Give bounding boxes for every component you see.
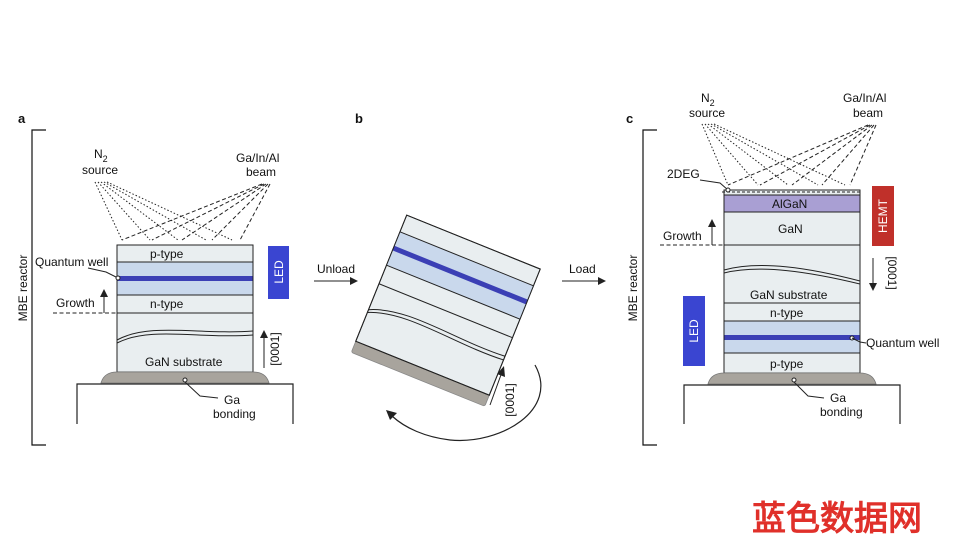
gan-substrate-label-a: GaN substrate	[145, 355, 223, 369]
substrate-holder-c	[683, 384, 901, 424]
quantum-well-leader-c	[851, 337, 867, 344]
panel-a-letter: a	[18, 111, 26, 126]
n-type-label-a: n-type	[150, 297, 184, 311]
direction-arrow-b	[489, 371, 503, 406]
reactor-bracket-a	[31, 129, 46, 446]
led-label-a: LED	[272, 260, 286, 284]
bonding-label-a: bonding	[213, 407, 256, 421]
p-type-label-c: p-type	[770, 357, 804, 371]
direction-arrowhead-c	[869, 283, 877, 291]
hemt-badge	[872, 186, 894, 246]
growth-label-c: Growth	[663, 229, 702, 243]
hemt-label: HEMT	[876, 198, 890, 233]
two-deg-marker	[725, 187, 731, 193]
source-label-a: source	[82, 163, 118, 177]
n-type-label-c: n-type	[770, 306, 804, 320]
panel-b-letter: b	[355, 111, 363, 126]
panel-c-letter: c	[626, 111, 633, 126]
bonding-marker-c	[791, 377, 797, 383]
growth-arrowhead-c	[708, 219, 716, 227]
quantum-well-label-c: Quantum well	[866, 336, 939, 350]
led-label-c: LED	[687, 319, 701, 343]
source-label-c: source	[689, 106, 725, 120]
led-badge-a	[268, 246, 289, 299]
direction-label-a: [0001]	[268, 332, 282, 365]
direction-arrowhead-a	[260, 330, 268, 338]
growth-label-a: Growth	[56, 296, 95, 310]
load-arrowhead	[598, 277, 606, 285]
ga-label-c: Ga	[830, 391, 846, 405]
mbe-reactor-label-c: MBE reactor	[626, 255, 640, 322]
unload-step: Unload	[314, 262, 358, 285]
rotation-arrow	[391, 364, 542, 442]
panel-b: b [0001]	[351, 111, 542, 442]
load-step: Load	[562, 262, 606, 285]
beam-label-a: beam	[246, 165, 276, 179]
two-deg-label: 2DEG	[667, 167, 700, 181]
quantum-well-leader-a	[87, 267, 119, 279]
bonding-label-c: bonding	[820, 405, 863, 419]
unload-arrowhead	[350, 277, 358, 285]
ga-label-a: Ga	[224, 393, 240, 407]
two-deg-leader	[699, 179, 729, 191]
rotated-wafer	[351, 214, 541, 407]
unload-label: Unload	[317, 262, 355, 276]
quantum-well-label-a: Quantum well	[35, 255, 108, 269]
gan-substrate-label-c: GaN substrate	[750, 288, 828, 302]
direction-label-b: [0001]	[503, 383, 517, 416]
bonding-leader-c	[793, 381, 825, 399]
direction-arrowhead-b	[497, 366, 505, 377]
algan-label-c: AlGaN	[772, 197, 807, 211]
n2-label-c: N2	[701, 91, 715, 108]
substrate-holder-a	[76, 383, 294, 424]
n2-beam-lines-c	[701, 123, 846, 186]
quantum-well-marker-a	[115, 275, 121, 281]
layer-stack-a	[116, 244, 254, 373]
metal-beam-lines-c	[727, 124, 877, 186]
n2-beam-lines-a	[94, 181, 233, 241]
bonding-marker-a	[182, 377, 188, 383]
bonding-leader-a	[184, 381, 219, 399]
gan-label-c: GaN	[778, 222, 803, 236]
n2-label-a: N2	[94, 147, 108, 164]
mbe-reactor-label-a: MBE reactor	[16, 255, 30, 322]
site-watermark: 蓝色数据网	[752, 499, 922, 539]
led-badge-c	[683, 296, 705, 366]
direction-label-c: [0001]	[885, 256, 899, 289]
panel-c: c MBE reactor N2 source Ga/In/Al beam	[626, 91, 939, 446]
rotation-arrowhead	[386, 410, 397, 420]
beam-source-label-a: Ga/In/Al	[236, 151, 279, 165]
load-label: Load	[569, 262, 596, 276]
layer-stack-c	[723, 189, 861, 374]
growth-arrowhead-a	[100, 289, 108, 297]
p-type-label-a: p-type	[150, 247, 184, 261]
panel-a: a MBE reactor N2 source Ga/In/Al beam	[16, 111, 294, 446]
reactor-bracket-c	[642, 129, 657, 446]
metal-beam-lines-a	[121, 183, 271, 241]
beam-source-label-c: Ga/In/Al	[843, 91, 886, 105]
beam-label-c: beam	[853, 106, 883, 120]
